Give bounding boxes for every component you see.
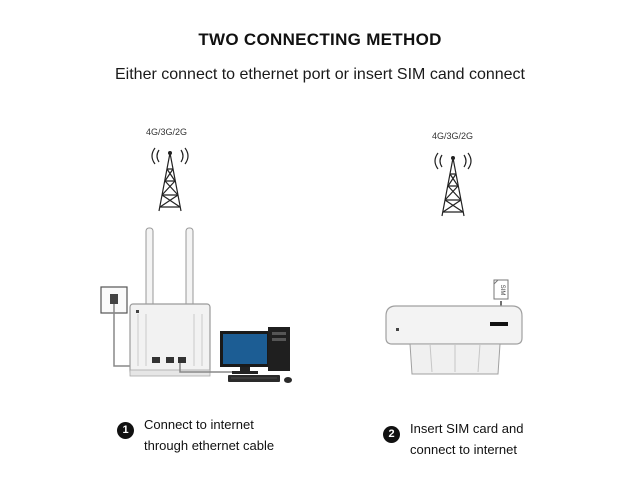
sim-card-icon: [493, 279, 509, 300]
step-1: 1 Connect to internet through ethernet c…: [117, 414, 274, 456]
step-2-text: Insert SIM card and connect to internet: [410, 418, 523, 460]
step-2: 2 Insert SIM card and connect to interne…: [383, 418, 523, 460]
diagram-title: TWO CONNECTING METHOD: [198, 30, 442, 49]
step-2-line-2: connect to internet: [410, 442, 517, 457]
step-1-text: Connect to internet through ethernet cab…: [144, 414, 274, 456]
router-device: [129, 303, 211, 377]
router-top-device: [385, 305, 523, 375]
sim-label: SIM: [499, 285, 505, 296]
step-2-line-1: Insert SIM card and: [410, 421, 524, 436]
lan-cable: [179, 363, 232, 373]
pc-tower-icon: [268, 327, 290, 371]
left-cell-tower-icon: [151, 147, 189, 212]
step-1-number: 1: [117, 422, 134, 439]
step-1-line-1: Connect to internet: [144, 417, 254, 432]
mouse-icon: [284, 377, 292, 383]
right-cell-tower-icon: [434, 152, 472, 217]
router-antenna-icon: [145, 227, 194, 309]
keyboard-icon: [228, 375, 280, 382]
diagram-subtitle: Either connect to ethernet port or inser…: [115, 66, 525, 83]
step-2-number: 2: [383, 426, 400, 443]
monitor-icon: [220, 331, 270, 374]
left-network-label: 4G/3G/2G: [146, 127, 188, 137]
step-1-line-2: through ethernet cable: [144, 438, 275, 453]
right-network-label: 4G/3G/2G: [432, 131, 474, 141]
